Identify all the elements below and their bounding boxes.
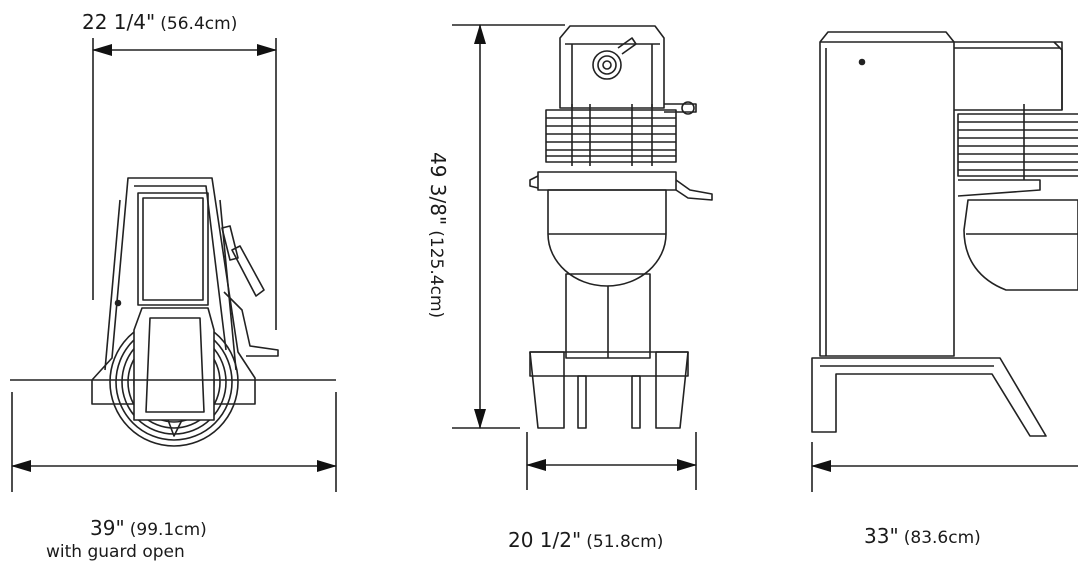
- front-width-value: 20 1/2": [508, 528, 582, 552]
- height-metric: (125.4cm): [426, 230, 446, 319]
- front-width-metric: (51.8cm): [586, 532, 664, 552]
- side-depth-metric: (83.6cm): [903, 528, 981, 548]
- side-depth-value: 33": [864, 524, 899, 548]
- top-width-label: 22 1/4" (56.4cm): [82, 10, 237, 34]
- depth-value: 39": [90, 516, 125, 540]
- side-depth-label: 33" (83.6cm): [864, 524, 981, 548]
- depth-label: 39" (99.1cm): [90, 516, 207, 540]
- top-view-mixer: [10, 38, 336, 447]
- top-width-metric: (56.4cm): [160, 14, 238, 34]
- front-width-label: 20 1/2" (51.8cm): [508, 528, 663, 552]
- depth-metric: (99.1cm): [129, 520, 207, 540]
- height-label: 49 3/8" (125.4cm): [426, 152, 450, 318]
- height-value: 49 3/8": [426, 152, 450, 226]
- guard-open-note: with guard open: [46, 542, 185, 562]
- top-width-value: 22 1/4": [82, 10, 156, 34]
- side-view-mixer: [811, 31, 1078, 437]
- front-view-mixer: [529, 25, 713, 429]
